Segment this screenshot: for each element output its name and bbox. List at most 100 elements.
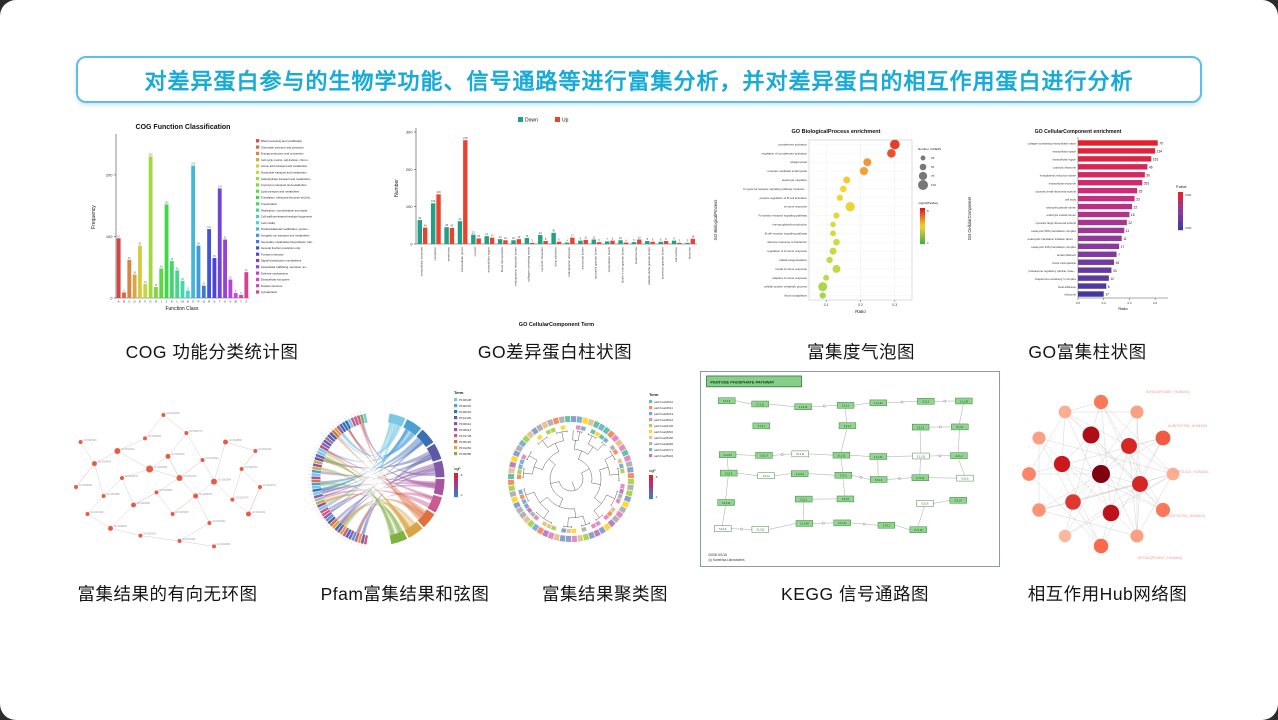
svg-text:collagen-containing extracellu: collagen-containing extracellular matrix xyxy=(1028,142,1077,146)
svg-text:extracellular space: extracellular space xyxy=(1053,150,1077,154)
svg-text:E: E xyxy=(139,300,141,304)
svg-text:11: 11 xyxy=(584,236,587,240)
svg-text:Number of DEPs: Number of DEPs xyxy=(918,147,942,151)
svg-text:path:hsa04610: path:hsa04610 xyxy=(654,400,674,404)
svg-text:65: 65 xyxy=(213,256,216,258)
svg-text:11: 11 xyxy=(1126,229,1130,233)
svg-text:Fc-gamma receptor signaling pa: Fc-gamma receptor signaling pathway invo… xyxy=(743,187,807,191)
svg-text:PF00085: PF00085 xyxy=(459,452,472,456)
svg-text:44: 44 xyxy=(424,223,427,227)
svg-text:GO:0002253: GO:0002253 xyxy=(244,467,258,469)
svg-text:16: 16 xyxy=(1131,213,1135,217)
svg-text:5.3.1.9: 5.3.1.9 xyxy=(875,480,883,482)
caption-go-bar: GO差异蛋白柱状图 xyxy=(477,342,633,362)
svg-text:GO:0002455: GO:0002455 xyxy=(98,461,112,463)
svg-text:3.1.1.17: 3.1.1.17 xyxy=(838,523,847,525)
svg-text:Transcription: Transcription xyxy=(261,202,278,206)
svg-text:cell body: cell body xyxy=(1065,197,1077,201)
svg-text:5.1.3.1: 5.1.3.1 xyxy=(758,426,766,428)
svg-text:Ratio: Ratio xyxy=(1118,306,1128,311)
svg-text:8: 8 xyxy=(927,209,929,213)
svg-text:Amino acid transport and metab: Amino acid transport and metabolism xyxy=(261,164,308,168)
svg-text:blood microparticle: blood microparticle xyxy=(1053,261,1077,265)
svg-text:2.2.1.2: 2.2.1.2 xyxy=(844,426,852,428)
svg-text:GO:0002252: GO:0002252 xyxy=(212,521,226,523)
svg-text:-8: -8 xyxy=(460,473,463,477)
svg-text:PF10400: PF10400 xyxy=(459,416,472,420)
svg-text:-2: -2 xyxy=(655,495,658,499)
svg-text:12: 12 xyxy=(592,235,595,239)
svg-text:logP: logP xyxy=(454,467,461,471)
svg-text:8: 8 xyxy=(1108,285,1110,289)
svg-text:GO:0002460: GO:0002460 xyxy=(258,449,272,451)
svg-text:ribosome: ribosome xyxy=(687,247,691,260)
svg-text:PF00022: PF00022 xyxy=(459,410,472,414)
svg-text:Chromatin structure and dynami: Chromatin structure and dynamics xyxy=(261,145,304,149)
slide-title: 对差异蛋白参与的生物学功能、信号通路等进行富集分析，并对差异蛋白的相互作用蛋白进… xyxy=(144,68,1134,94)
svg-text:Frequency: Frequency xyxy=(91,205,97,229)
svg-text:innate immune response: innate immune response xyxy=(775,267,807,271)
svg-text:2.2.1.2: 2.2.1.2 xyxy=(955,456,963,458)
svg-text:28: 28 xyxy=(181,279,184,281)
svg-text:50: 50 xyxy=(1146,173,1150,177)
svg-text:adaptive immune response: adaptive immune response xyxy=(772,276,807,280)
svg-text:3: 3 xyxy=(531,239,533,243)
enrichment-dag-graph: GO:0006956GO:0002455GO:0006958GO:0016064… xyxy=(74,413,277,549)
svg-text:leukocyte migration: leukocyte migration xyxy=(782,178,807,182)
svg-text:PF01738: PF01738 xyxy=(459,434,472,438)
svg-text:4.1.2.13: 4.1.2.13 xyxy=(723,455,732,457)
svg-text:GO:0006956: GO:0006956 xyxy=(79,485,93,487)
svg-text:2.7.1.11: 2.7.1.11 xyxy=(756,404,765,406)
svg-text:21: 21 xyxy=(485,232,488,236)
svg-text:PF00091: PF00091 xyxy=(459,404,472,408)
svg-text:85: 85 xyxy=(197,244,200,246)
svg-text:ALB(P02768_HUMAN): ALB(P02768_HUMAN) xyxy=(1168,424,1208,428)
svg-text:Cell cycle control, cell divis: Cell cycle control, cell division, chrom… xyxy=(261,158,310,162)
svg-text:GO:0019724: GO:0019724 xyxy=(125,476,139,478)
caption-kegg: KEGG 信号通路图 xyxy=(781,584,929,604)
svg-text:25: 25 xyxy=(1139,189,1143,193)
svg-text:8: 8 xyxy=(545,237,547,241)
svg-text:278: 278 xyxy=(463,136,468,140)
svg-text:U: U xyxy=(224,300,226,304)
svg-text:GO:0002376: GO:0002376 xyxy=(183,476,197,478)
svg-text:5.3.1.6: 5.3.1.6 xyxy=(842,499,850,501)
svg-text:12: 12 xyxy=(638,235,641,239)
svg-text:5: 5 xyxy=(240,293,242,295)
svg-text:Cell wall/membrane/envelope bi: Cell wall/membrane/envelope biogenesis xyxy=(261,215,312,219)
svg-text:3: 3 xyxy=(679,239,681,243)
svg-text:GO:0002250: GO:0002250 xyxy=(137,503,151,505)
svg-text:2.7.1.11: 2.7.1.11 xyxy=(916,478,925,480)
svg-text:33: 33 xyxy=(1113,269,1117,273)
svg-text:GO BiologicalProcess enrichmen: GO BiologicalProcess enrichment xyxy=(792,129,881,135)
svg-text:Lipid transport and metabolism: Lipid transport and metabolism xyxy=(261,189,300,193)
svg-text:133: 133 xyxy=(436,190,441,194)
svg-text:2.2.1.1: 2.2.1.1 xyxy=(800,499,808,501)
svg-text:23: 23 xyxy=(144,282,147,284)
svg-text:5.3.1.6: 5.3.1.6 xyxy=(961,478,969,480)
svg-text:10: 10 xyxy=(504,236,507,240)
svg-text:Down: Down xyxy=(525,118,538,124)
svg-text:positive regulation of B cell: positive regulation of B cell activation xyxy=(760,196,808,200)
svg-text:0.004: 0.004 xyxy=(1185,226,1192,230)
svg-text:cytosolic ribosome: cytosolic ribosome xyxy=(540,247,544,272)
svg-text:7: 7 xyxy=(1118,253,1120,257)
svg-text:collagen-containing matrix: collagen-containing matrix xyxy=(527,247,531,282)
svg-text:FN1(P02751_HUMAN): FN1(P02751_HUMAN) xyxy=(1166,514,1206,518)
svg-text:regulation of complement activ: regulation of complement activation xyxy=(762,151,808,155)
svg-text:logP: logP xyxy=(649,469,656,473)
svg-text:GO CellularComponent enrichmen: GO CellularComponent enrichment xyxy=(1035,129,1122,135)
svg-text:5.1.3.1: 5.1.3.1 xyxy=(956,427,964,429)
svg-text:4.1.2.13: 4.1.2.13 xyxy=(799,407,808,409)
svg-text:5.1.3.1: 5.1.3.1 xyxy=(842,406,850,408)
svg-text:100: 100 xyxy=(406,204,413,209)
svg-text:GO CellularComponent Term: GO CellularComponent Term xyxy=(519,322,594,328)
svg-text:6: 6 xyxy=(660,238,662,242)
svg-text:109: 109 xyxy=(431,199,436,203)
title-banner: 对差异蛋白参与的生物学功能、信号通路等进行富集分析，并对差异蛋白的相互作用蛋白进… xyxy=(76,56,1202,103)
svg-text:0: 0 xyxy=(110,296,113,301)
svg-text:focal adhesion: focal adhesion xyxy=(554,247,558,267)
svg-text:Signal transduction mechanisms: Signal transduction mechanisms xyxy=(261,259,302,263)
svg-text:3.1.3.11: 3.1.3.11 xyxy=(722,503,731,505)
